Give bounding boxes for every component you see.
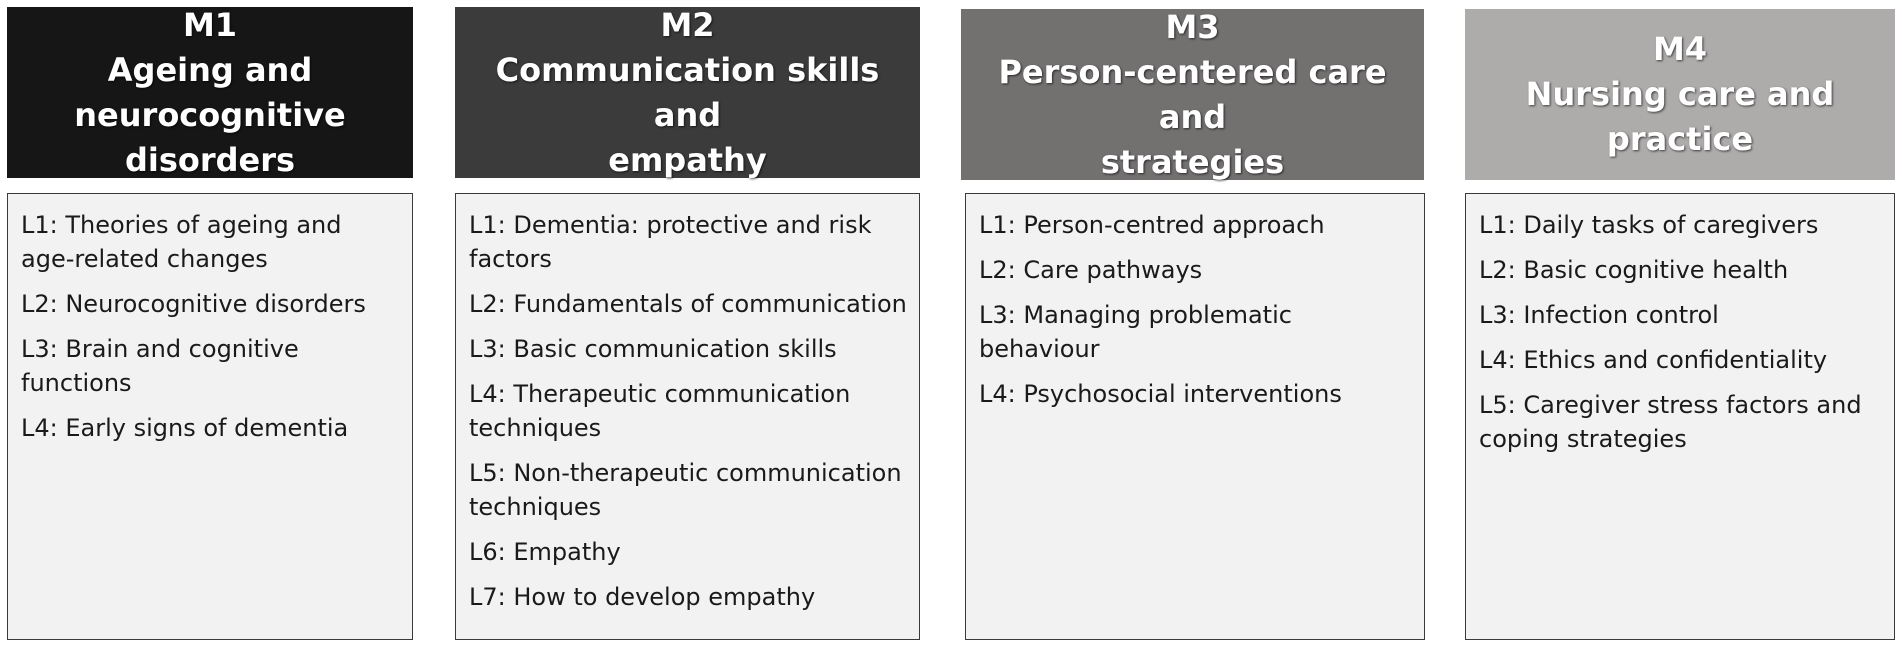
module-header-m2: M2 Communication skills and empathy <box>455 6 920 179</box>
lesson-item: L4: Psychosocial interventions <box>979 380 1342 408</box>
module-title-line: strategies <box>1100 142 1285 181</box>
lesson-list-m3: L1: Person-centred approach L2: Care pat… <box>965 193 1425 640</box>
lesson-item: L2: Care pathways <box>979 256 1203 284</box>
lesson-item: L3: Brain and cognitive functions <box>21 335 299 397</box>
lesson-item: L4: Ethics and confidentiality <box>1479 346 1828 374</box>
module-code: M2 <box>660 5 715 44</box>
lesson-item: L2: Fundamentals of communication <box>469 290 907 318</box>
lesson-list-m1: L1: Theories of ageing and age-related c… <box>7 193 413 640</box>
module-code: M4 <box>1652 30 1708 68</box>
lesson-list-m4: L1: Daily tasks of caregivers L2: Basic … <box>1465 193 1895 640</box>
lesson-item: L1: Theories of ageing and age-related c… <box>21 211 342 273</box>
module-header-m4: M4 Nursing care and practice <box>1465 9 1895 180</box>
lesson-item: L7: How to develop empathy <box>469 583 816 611</box>
lesson-item: L3: Infection control <box>1479 301 1719 329</box>
module-title-line: empathy <box>608 140 767 179</box>
module-code: M3 <box>1165 7 1220 46</box>
lesson-item: L1: Person-centred approach <box>979 211 1325 239</box>
module-title-line: neurocognitive <box>74 95 346 134</box>
lesson-item: L2: Neurocognitive disorders <box>21 290 366 318</box>
lesson-item: L5: Caregiver stress factors and coping … <box>1479 391 1862 453</box>
lesson-item: L5: Non-therapeutic communication techni… <box>469 459 902 521</box>
module-title-line: disorders <box>124 140 296 179</box>
lesson-item: L1: Daily tasks of caregivers <box>1479 211 1819 239</box>
lesson-list-m2: L1: Dementia: protective and risk factor… <box>455 193 920 640</box>
module-code: M1 <box>182 5 238 44</box>
lesson-item: L3: Basic communication skills <box>469 335 837 363</box>
lesson-item: L4: Early signs of dementia <box>21 414 349 442</box>
lesson-item: L3: Managing problematic behaviour <box>979 301 1292 363</box>
lesson-item: L6: Empathy <box>469 538 621 566</box>
lesson-item: L2: Basic cognitive health <box>1479 256 1789 284</box>
lesson-item: L1: Dementia: protective and risk factor… <box>469 211 872 273</box>
module-title-line: Communication skills and <box>495 50 880 134</box>
module-header-m1: M1 Ageing and neurocognitive disorders <box>7 6 413 179</box>
module-header-m3: M3 Person-centered care and strategies <box>961 8 1424 181</box>
module-title-line: Ageing and <box>107 50 313 89</box>
module-title-line: Nursing care and practice <box>1525 75 1835 158</box>
module-title-line: Person-centered care and <box>998 52 1387 136</box>
lesson-item: L4: Therapeutic communication techniques <box>469 380 851 442</box>
